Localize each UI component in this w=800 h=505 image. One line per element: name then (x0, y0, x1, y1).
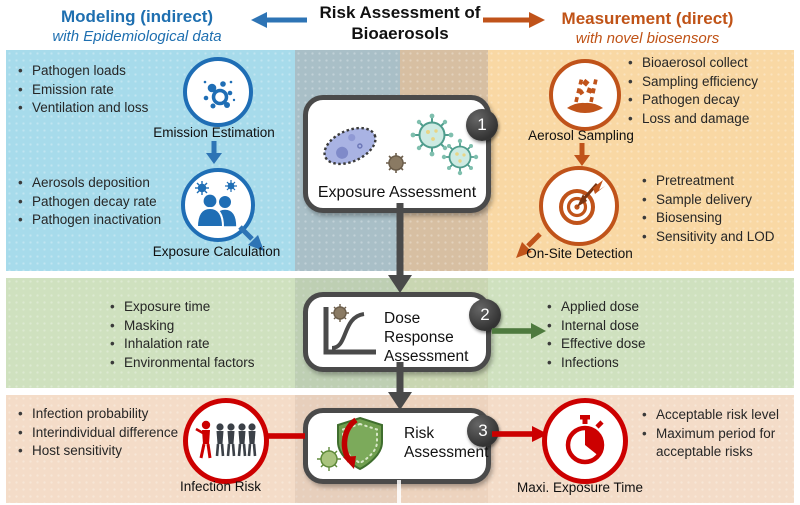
target-dart-icon (559, 180, 605, 225)
max-exposure-bullet-list: Acceptable risk level Maximum period for… (640, 406, 786, 462)
divider (397, 480, 401, 503)
arrow-down-right-icon (238, 225, 264, 251)
list-item: Ventilation and loss (16, 99, 191, 118)
step-1-badge: 1 (466, 109, 498, 141)
people-viruses-icon (195, 180, 238, 228)
list-item: Pathogen loads (16, 62, 191, 81)
list-item: Biosensing (640, 209, 798, 228)
shield-virus-icon (317, 416, 383, 471)
list-item: Sample delivery (640, 191, 798, 210)
title-line2: Bioaerosols (351, 23, 449, 43)
step-1-label: Exposure Assessment (317, 184, 477, 201)
arrow-down-blue-icon (206, 141, 222, 164)
list-item: Emission rate (16, 81, 191, 100)
list-item: Acceptable risk level (640, 406, 786, 425)
list-item: Exposure time (108, 298, 293, 317)
dose-curve-icon (323, 304, 376, 355)
list-item: Environmental factors (108, 354, 293, 373)
dose-right-bullet-list: Applied dose Internal dose Effective dos… (545, 298, 710, 373)
list-item: Infections (545, 354, 710, 373)
list-item: Maximum period for acceptable risks (640, 425, 786, 462)
connector-arrow-1-icon (388, 203, 412, 293)
people-group-icon (195, 420, 257, 459)
list-item: Masking (108, 317, 293, 336)
max-exposure-time-label: Maxi. Exposure Time (516, 480, 644, 495)
infection-risk-icon (183, 398, 269, 484)
list-item: Applied dose (545, 298, 710, 317)
modeling-title: Modeling (indirect) (60, 7, 214, 26)
list-item: Pretreatment (640, 172, 798, 191)
on-site-detection-label: On-Site Detection (526, 246, 633, 261)
stopwatch-icon (565, 415, 605, 465)
sampling-bullet-list: Bioaerosol collect Sampling efficiency P… (626, 54, 794, 129)
list-item: Sensitivity and LOD (640, 228, 798, 247)
arrow-left-icon (251, 12, 307, 28)
title-line1: Risk Assessment of (319, 3, 481, 22)
list-item: Infection probability (16, 405, 184, 424)
step-2-badge: 2 (469, 299, 501, 331)
connector-arrow-2-icon (388, 362, 412, 410)
list-item: Inhalation rate (108, 335, 293, 354)
arrow-down-left-icon (516, 232, 542, 258)
list-item: Host sensitivity (16, 442, 184, 461)
arrow-down-orange-icon (574, 143, 590, 166)
connector-arrow-red-right-icon (492, 426, 548, 442)
step-3-label: Risk Assessment (404, 425, 489, 461)
detection-bullet-list: Pretreatment Sample delivery Biosensing … (640, 172, 798, 247)
microbes-illustration-icon (323, 113, 479, 176)
arrow-right-icon (483, 12, 545, 28)
list-item: Bioaerosol collect (626, 54, 794, 73)
risk-assessment-box: Risk Assessment 3 (303, 408, 499, 484)
exposure-calculation-label: Exposure Calculation (152, 244, 281, 259)
infection-risk-label: Infection Risk (179, 479, 262, 494)
modeling-subtitle: with Epidemiological data (52, 28, 222, 45)
measurement-title: Measurement (direct) (561, 9, 734, 28)
infection-risk-bullet-list: Infection probability Interindividual di… (16, 405, 184, 461)
bubbles-icon (203, 80, 236, 109)
aerosol-sampling-icon (549, 59, 621, 131)
list-item: Pathogen decay rate (16, 193, 211, 212)
max-exposure-time-icon (542, 398, 628, 484)
aerosol-sampling-label: Aerosol Sampling (528, 128, 634, 143)
exposure-calc-bullet-list: Aerosols deposition Pathogen decay rate … (16, 174, 211, 230)
on-site-detection-icon (539, 166, 619, 246)
step-3-badge: 3 (467, 415, 499, 447)
emission-estimation-icon (183, 57, 253, 127)
emission-estimation-label: Emission Estimation (153, 125, 275, 140)
list-item: Pathogen inactivation (16, 211, 211, 230)
dose-left-bullet-list: Exposure time Masking Inhalation rate En… (108, 298, 293, 373)
list-item: Sampling efficiency (626, 73, 794, 92)
exposure-assessment-box: Exposure Assessment 1 (303, 95, 498, 213)
measurement-subtitle: with novel biosensors (575, 30, 720, 47)
list-item: Loss and damage (626, 110, 794, 129)
dose-response-assessment-box: Dose Response Assessment 2 (303, 292, 501, 372)
list-item: Internal dose (545, 317, 710, 336)
page-title: Risk Assessment of Bioaerosols (308, 3, 492, 44)
list-item: Interindividual difference (16, 424, 184, 443)
list-item: Aerosols deposition (16, 174, 211, 193)
emission-bullet-list: Pathogen loads Emission rate Ventilation… (16, 62, 191, 118)
collector-icon (567, 76, 603, 113)
measurement-header: Measurement (direct) with novel biosenso… (535, 9, 760, 47)
step-2-label: Dose Response Assessment (384, 310, 469, 365)
list-item: Effective dose (545, 335, 710, 354)
modeling-header: Modeling (indirect) with Epidemiological… (27, 7, 247, 45)
list-item: Pathogen decay (626, 91, 794, 110)
connector-arrow-green-icon (492, 323, 546, 339)
